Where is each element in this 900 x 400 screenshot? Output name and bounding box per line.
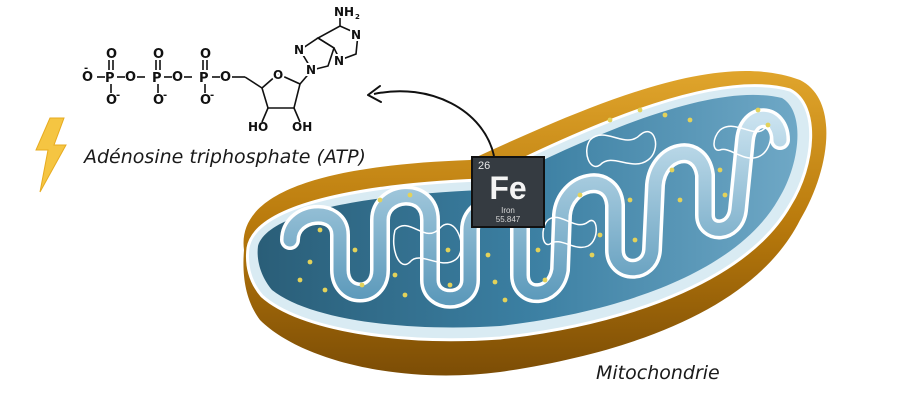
charge-sign: - [163,90,167,101]
amine-group: NH [334,5,354,19]
element-name: Iron [501,206,515,215]
oxygen-atom: O [153,47,164,62]
nitrogen-atom: N [294,43,304,57]
oxygen-atom: O [106,47,117,62]
charge-sign: - [116,90,120,101]
phosphorus-atom: P [199,71,209,86]
nitrogen-atom: N [334,54,344,68]
nitrogen-atom: N [351,28,361,42]
iron-element-tile: 26 Fe Iron 55.847 [471,156,545,228]
lightning-bolt-icon [35,117,67,193]
phosphorus-atom: P [152,71,162,86]
atomic-number: 26 [478,160,491,172]
hydroxyl-group: HO [248,120,268,134]
amine-subscript: 2 [355,13,360,21]
atp-structure: O - P O O - O P O O - O P O O - O O HO O… [82,5,363,134]
hydroxyl-group: OH [292,120,312,134]
oxygen-atom: O [82,70,93,85]
nitrogen-atom: N [306,63,316,77]
charge-sign: - [84,63,88,74]
atp-caption: Adénosine triphosphate (ATP) [84,146,366,168]
oxygen-atom: O [172,70,183,85]
mtdna-strand-2 [586,131,657,168]
oxygen-atom: O [220,70,231,85]
matrix-granules [297,107,771,303]
arrow-head [367,85,382,103]
oxygen-atom: O [200,93,211,108]
mtdna-strand-3 [713,125,772,159]
oxygen-atom: O [200,47,211,62]
atp-bonds [97,18,359,123]
oxygen-atom: O [273,68,283,82]
curved-arrow-icon [373,90,495,157]
atomic-mass: 55.847 [495,215,521,224]
phosphorus-atom: P [105,71,115,86]
charge-sign: - [210,90,214,101]
mtdna-strand-1 [393,223,462,266]
mtdna-strand-4 [542,216,597,249]
mitochondrion-caption: Mitochondrie [596,362,720,384]
mitochondrion [243,71,827,376]
oxygen-atom: O [153,93,164,108]
element-symbol: Fe [489,170,527,206]
oxygen-atom: O [125,70,136,85]
oxygen-atom: O [106,93,117,108]
crista-fold-1-inner [283,111,787,306]
